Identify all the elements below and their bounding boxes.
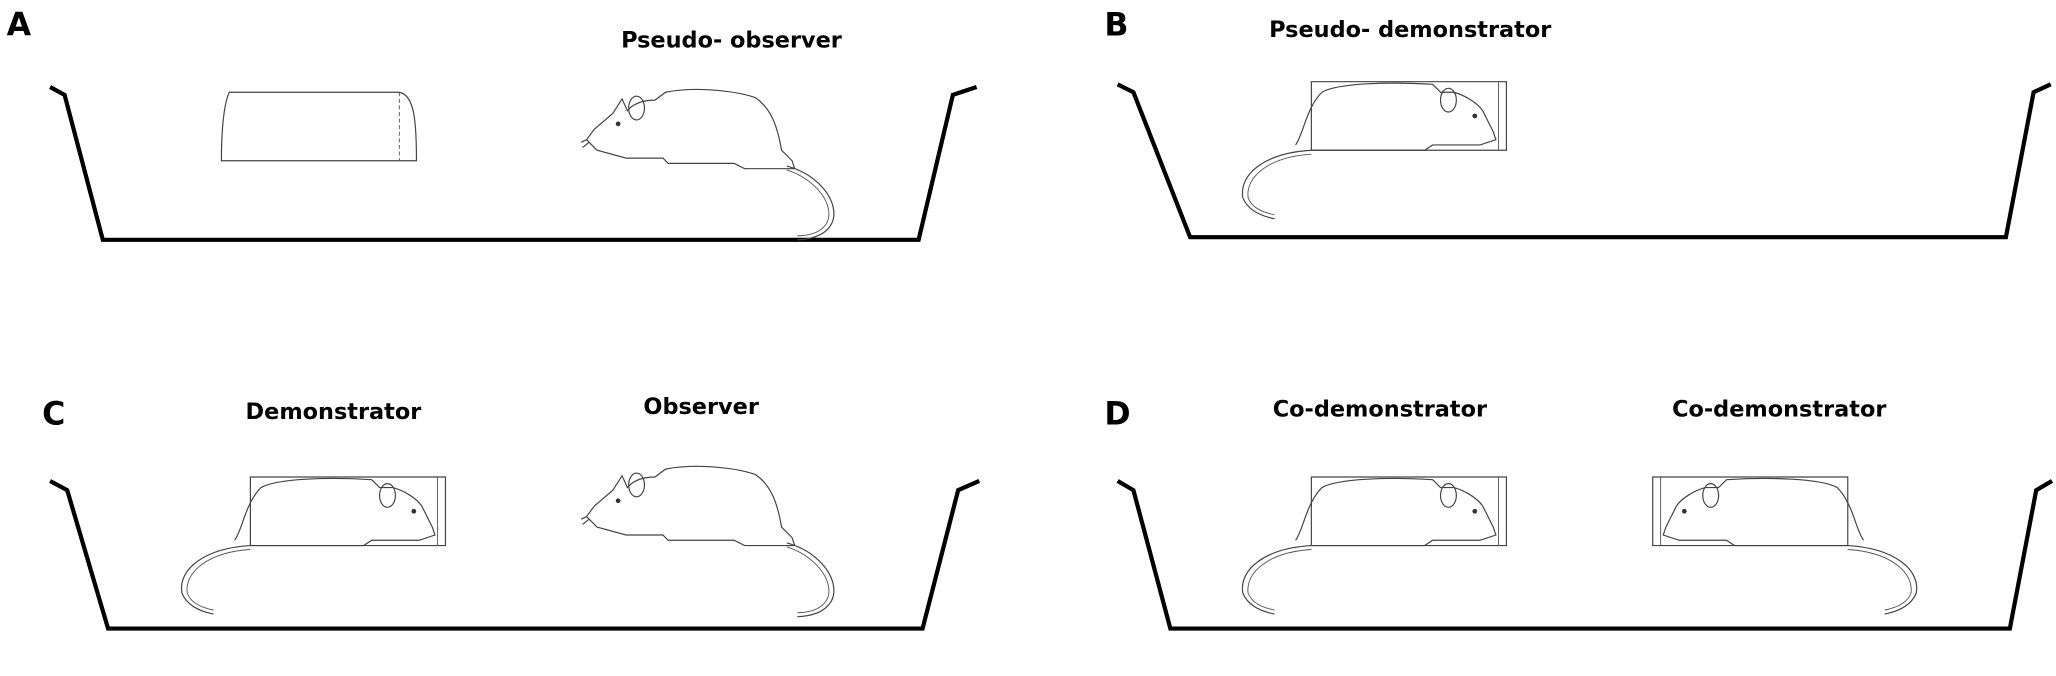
panel-letter: B <box>1104 8 1128 44</box>
free-mouse <box>580 465 835 618</box>
arena-outline <box>49 479 981 631</box>
observer-label: Observer <box>643 394 758 420</box>
demonstrator-label: Demonstrator <box>246 399 422 425</box>
co-demonstrator-label-right: Co-demonstrator <box>1672 396 1886 422</box>
co-demonstrator-label-left: Co-demonstrator <box>1273 396 1487 422</box>
free-mouse <box>580 88 835 241</box>
panel-b: B Pseudo- demonstrator <box>1104 8 2052 240</box>
pseudo-demonstrator-label: Pseudo- demonstrator <box>1269 17 1551 43</box>
arena-outline <box>49 84 978 242</box>
panel-letter: A <box>7 8 32 44</box>
panel-letter: C <box>42 396 65 432</box>
restrained-mouse <box>1241 81 1508 220</box>
panel-c: C Demonstrator Observer <box>42 394 981 631</box>
arena-outline <box>1116 82 2052 240</box>
empty-restrainer-tube <box>220 91 418 162</box>
pseudo-observer-label: Pseudo- observer <box>621 27 842 53</box>
restrained-mouse <box>180 476 447 615</box>
panel-d: D Co-demonstrator Co-demonstrator <box>1104 396 2054 631</box>
panel-a: A Pseudo- observer <box>7 8 978 242</box>
arena-outline <box>1116 479 2054 631</box>
restrained-mouse-right <box>1652 476 1918 615</box>
panel-letter: D <box>1104 396 1130 432</box>
restrained-mouse-left <box>1241 476 1508 615</box>
